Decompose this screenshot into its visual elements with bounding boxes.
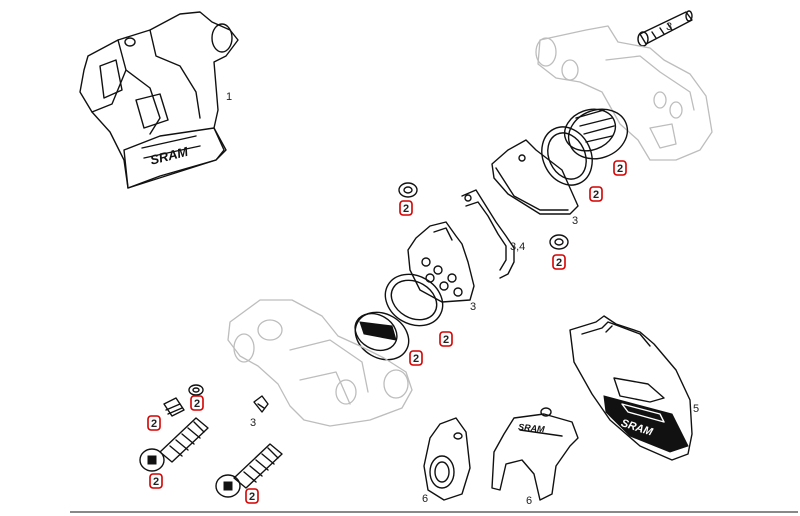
callout-crush-washer: 2	[194, 398, 200, 410]
callout-box-oring-right	[552, 254, 566, 270]
brake-pad-lower-part	[407, 221, 475, 303]
pad-spring-part	[461, 189, 515, 279]
caliper-inboard-ghost	[227, 299, 413, 427]
callout-box-seal-lower	[439, 331, 453, 347]
callout-box-bolt-right	[245, 488, 259, 504]
part-label-bleed-block: 6	[422, 493, 428, 505]
caliper-body-part: SRAM	[79, 11, 239, 189]
mounting-bolt-left-part	[139, 417, 209, 472]
callout-bolt-left: 2	[153, 476, 159, 488]
seal-ring-upper-part	[541, 126, 593, 186]
callout-piston-lower: 2	[413, 353, 419, 365]
fitting-nut-part	[163, 397, 185, 417]
callout-seal-lower: 2	[443, 334, 449, 346]
callout-box-oring-upper	[399, 200, 413, 216]
part-label-caliper-body: 1	[226, 91, 232, 103]
piston-lower-part	[354, 311, 410, 361]
seal-ring-lower-part	[384, 273, 444, 327]
washer-right-part	[549, 234, 569, 250]
bleed-block-part	[423, 417, 471, 501]
caliper-brand-logo: SRAM	[149, 144, 191, 168]
callout-seal-top: 2	[593, 189, 599, 201]
callout-piston-top: 2	[617, 163, 623, 175]
callout-box-washer-left	[147, 415, 161, 431]
retaining-clip-part	[253, 395, 269, 413]
callout-oring-upper: 2	[403, 203, 409, 215]
part-label-bolt-pin-clip: 3	[250, 417, 256, 429]
piston-upper-part	[563, 108, 629, 160]
callout-box-piston-top	[613, 160, 627, 176]
washer-upper-left-part	[398, 182, 418, 198]
banjo-bolt-part	[637, 10, 693, 47]
part-label-pad-spacer: 6	[526, 495, 532, 507]
brake-pad-upper-part	[491, 139, 579, 215]
callout-oring-right: 2	[556, 257, 562, 269]
part-label-pad-spring: 3,4	[510, 241, 525, 253]
crush-washer-part	[188, 384, 204, 396]
callout-box-crush-washer	[190, 395, 204, 411]
part-label-brake-pad: 3	[572, 215, 578, 227]
callout-washer-left: 2	[151, 418, 157, 430]
callout-box-piston-lower	[409, 350, 423, 366]
part-label-caliper-shield: 5	[693, 403, 699, 415]
spacer-brand-logo: SRAM	[518, 422, 546, 435]
part-label-banjo-bolt: 3	[666, 21, 672, 33]
pad-spacer-part: SRAM	[491, 407, 579, 501]
callout-bolt-right: 2	[249, 491, 255, 503]
part-label-bolt-pin: 3	[470, 301, 476, 313]
callout-box-bolt-left	[149, 473, 163, 489]
mounting-bolt-right-part	[215, 443, 283, 498]
callout-box-seal-top	[589, 186, 603, 202]
caliper-shield-part: SRAM	[569, 315, 693, 461]
caliper-outboard-ghost	[535, 25, 713, 161]
